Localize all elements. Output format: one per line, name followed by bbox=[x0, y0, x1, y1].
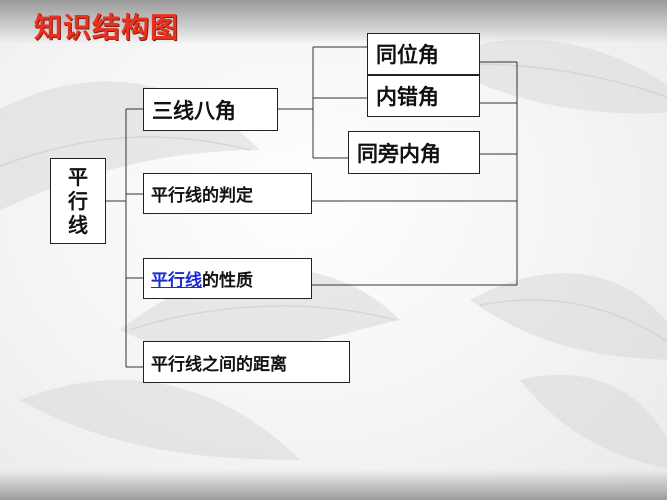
root-node-parallel-lines: 平 行 线 bbox=[50, 158, 106, 244]
root-char-3: 线 bbox=[68, 213, 88, 237]
parallel-lines-hyperlink[interactable]: 平行线 bbox=[151, 271, 202, 291]
page-title: 知识结构图 bbox=[34, 11, 180, 44]
root-char-2: 行 bbox=[68, 189, 88, 213]
node-same-side-interior-angles-label: 同旁内角 bbox=[357, 141, 441, 166]
node-parallel-criteria-label: 平行线的判定 bbox=[151, 186, 253, 206]
node-three-lines-eight-angles-label: 三线八角 bbox=[152, 98, 236, 123]
top-gradient-band bbox=[0, 0, 667, 44]
node-parallel-properties: 平行线的性质 bbox=[143, 258, 312, 299]
node-distance-label: 平行线之间的距离 bbox=[151, 354, 287, 375]
node-alternate-interior-angles-label: 内错角 bbox=[376, 85, 439, 109]
node-same-side-interior-angles: 同旁内角 bbox=[348, 131, 480, 174]
node-parallel-criteria: 平行线的判定 bbox=[143, 173, 312, 214]
bottom-gradient-band bbox=[0, 470, 667, 500]
node-corresponding-angles: 同位角 bbox=[367, 33, 480, 75]
node-corresponding-angles-label: 同位角 bbox=[376, 43, 439, 67]
node-parallel-properties-label: 的性质 bbox=[202, 271, 253, 291]
node-three-lines-eight-angles: 三线八角 bbox=[143, 88, 278, 131]
root-char-1: 平 bbox=[68, 165, 88, 189]
node-distance-between-parallels: 平行线之间的距离 bbox=[143, 341, 350, 383]
node-alternate-interior-angles: 内错角 bbox=[367, 75, 480, 117]
